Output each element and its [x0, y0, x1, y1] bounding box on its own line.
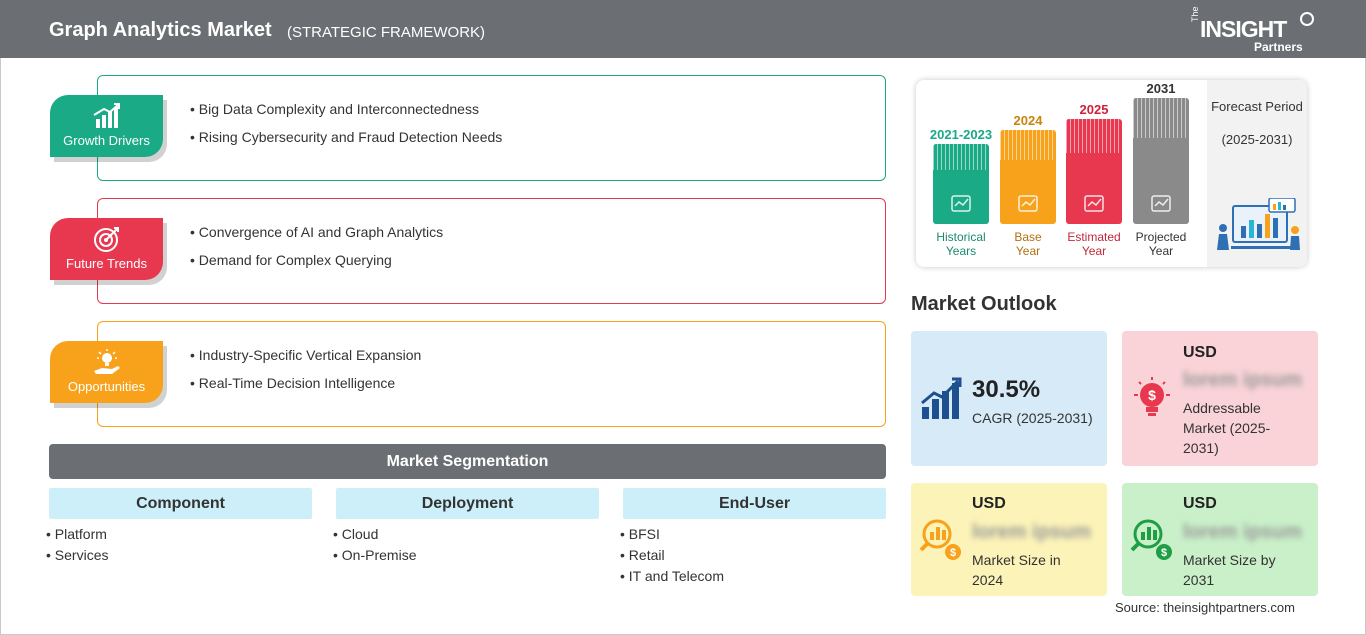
timeline-year-label: 2021-2023 [929, 127, 993, 142]
presentation-chart-icon [1151, 195, 1171, 212]
list-item: Real-Time Decision Intelligence [190, 369, 421, 397]
timeline-label-line1: Historical [936, 230, 986, 244]
brand-logo[interactable]: The INSIGHT Partners [1188, 6, 1318, 54]
timeline-label-line1: Projected [1135, 230, 1187, 244]
addressable-label: Addressable Market (2025-2031) [1183, 400, 1271, 456]
target-icon [94, 227, 119, 252]
opportunities-tag: Opportunities [50, 341, 163, 403]
opportunities-label: Opportunities [67, 379, 146, 394]
money-search-icon: $ [919, 519, 961, 560]
list-item: Retail [620, 545, 724, 566]
growth-bars-icon [921, 377, 962, 419]
bar-stripes [1066, 119, 1122, 153]
addressable-value: lorem ipsum [1183, 369, 1302, 391]
growth-drivers-list: Big Data Complexity and Interconnectedne… [190, 95, 502, 151]
logo-bulb-icon [1300, 12, 1314, 26]
timeline-label-line2: Year [1015, 244, 1041, 258]
list-item: On-Premise [333, 545, 417, 566]
cagr-box: 30.5% CAGR (2025-2031) [911, 331, 1107, 466]
size-2031-label: Market Size by 2031 [1183, 552, 1276, 588]
header-bar: Graph Analytics Market (STRATEGIC FRAMEW… [0, 0, 1366, 58]
cagr-value: 30.5% [972, 376, 1041, 403]
size-2024-label: Market Size in 2024 [972, 552, 1061, 588]
list-item: Rising Cybersecurity and Fraud Detection… [190, 123, 502, 151]
calendar-icon [1018, 195, 1038, 212]
bar-stripes [1000, 130, 1056, 160]
list-item: BFSI [620, 524, 724, 545]
market-segmentation-header: Market Segmentation [49, 444, 886, 479]
timeline-year-label: 2025 [1079, 102, 1109, 117]
list-item: Cloud [333, 524, 416, 545]
estimate-gears-icon [1084, 195, 1104, 212]
page-subtitle: (STRATEGIC FRAMEWORK) [287, 24, 486, 41]
future-trends-card: Convergence of AI and Graph Analytics De… [97, 198, 886, 304]
list-item: Industry-Specific Vertical Expansion [190, 341, 422, 369]
size-2024-value: lorem ipsum [972, 521, 1091, 543]
segment-component-header: Component [49, 488, 312, 519]
growth-drivers-card: Big Data Complexity and Interconnectedne… [97, 75, 886, 181]
timeline-label-line1: Base [1014, 230, 1042, 244]
logo-partners-text: Partners [1254, 40, 1303, 54]
logo-the-text: The [1190, 6, 1200, 22]
list-item: IT and Telecom [620, 566, 724, 587]
segment-end-user-header: End-User [623, 488, 886, 519]
growth-drivers-tag: Growth Drivers [50, 95, 163, 157]
bar-stripes [933, 144, 989, 170]
market-size-2031-box: $ USD lorem ipsum Market Size by 2031 [1122, 483, 1318, 596]
size-2031-value: lorem ipsum [1183, 521, 1302, 543]
timeline-label-line1: Estimated [1067, 230, 1121, 244]
list-item: Big Data Complexity and Interconnectedne… [190, 95, 502, 123]
future-trends-tag: Future Trends [50, 218, 163, 280]
logo-main-text: INSIGHT [1200, 16, 1287, 42]
future-trends-list: Convergence of AI and Graph Analytics De… [190, 218, 443, 274]
segment-component-list: Platform Services [46, 524, 109, 566]
timeline-label-line2: Years [945, 244, 977, 258]
growth-drivers-label: Growth Drivers [63, 133, 150, 148]
segment-deployment-list: Cloud On-Premise [333, 524, 417, 566]
opportunities-list: Industry-Specific Vertical Expansion Rea… [190, 341, 422, 397]
timeline-year-label: 2031 [1146, 81, 1176, 96]
money-search-green-icon: $ [1130, 519, 1172, 560]
list-item: Demand for Complex Querying [190, 246, 443, 274]
list-item: Convergence of AI and Graph Analytics [190, 218, 443, 246]
forecast-period: (2025-2031) [1221, 132, 1293, 147]
svg-text:$: $ [1148, 387, 1156, 403]
addressable-market-box: $ USD lorem ipsum Addressable Market (20… [1122, 331, 1318, 466]
source-credit[interactable]: Source: theinsightpartners.com [1115, 600, 1295, 615]
opportunities-card: Industry-Specific Vertical Expansion Rea… [97, 321, 886, 427]
market-size-2024-box: $ USD lorem ipsum Market Size in 2024 [911, 483, 1107, 596]
size-2031-currency: USD [1183, 495, 1217, 512]
future-trends-label: Future Trends [66, 256, 147, 271]
segment-end-user-list: BFSI Retail IT and Telecom [620, 524, 724, 587]
size-2024-currency: USD [972, 495, 1006, 512]
svg-text:$: $ [950, 547, 956, 559]
segment-deployment-header: Deployment [336, 488, 599, 519]
bar-stripes [1133, 98, 1189, 138]
timeline-year-label: 2024 [1013, 113, 1043, 128]
list-item: Services [46, 545, 109, 566]
timeline-bar [933, 144, 989, 224]
history-clock-icon [951, 195, 971, 212]
addressable-currency: USD [1183, 344, 1217, 361]
timeline-bar [1133, 98, 1189, 224]
idea-hand-icon [94, 349, 120, 374]
timeline-label-line2: Year [1081, 244, 1107, 258]
svg-text:$: $ [1161, 547, 1167, 559]
dollar-bulb-icon: $ [1134, 377, 1170, 416]
market-outlook-title: Market Outlook [911, 293, 1057, 315]
forecast-title: Forecast Period [1211, 99, 1303, 114]
timeline-bar [1066, 119, 1122, 224]
cagr-label: CAGR (2025-2031) [972, 410, 1093, 426]
analytics-people-icon [1217, 198, 1300, 250]
timeline-label-line2: Year [1148, 244, 1174, 258]
page-title: Graph Analytics Market [49, 19, 272, 41]
list-item: Platform [46, 524, 108, 545]
timeline-bar [1000, 130, 1056, 224]
growth-chart-icon [93, 103, 120, 128]
